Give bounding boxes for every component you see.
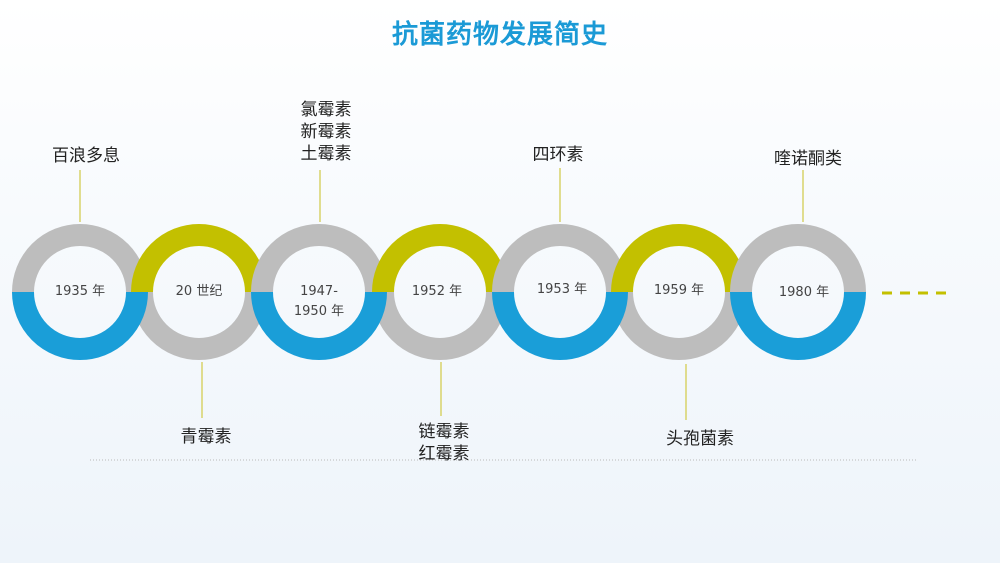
year-1953: 1953 年: [536, 282, 588, 297]
ring-1952-top: [372, 224, 508, 293]
page-title: 抗菌药物发展简史: [391, 20, 608, 50]
drug-label-1980: 喹诺酮类: [774, 149, 842, 169]
ring-1959-bottom: [611, 291, 747, 360]
ring-20c-bottom: [131, 291, 267, 360]
connector-lines: [79, 168, 804, 420]
ring-1953-top: [492, 224, 628, 293]
ring-1953-bottom: [492, 291, 628, 360]
ring-1959-top: [611, 224, 747, 293]
ring-1952-bottom: [372, 291, 508, 360]
year-1935: 1935 年: [54, 284, 106, 299]
drug-label-1947-1950: 氯霉素 新霉素 土霉素: [300, 100, 352, 164]
ring-20c-top: [131, 224, 267, 293]
drug-label-20c: 青霉素: [180, 427, 232, 447]
ring-1935-bottom: [12, 291, 148, 360]
drug-label-1952: 链霉素 红霉素: [418, 422, 470, 464]
year-1959: 1959 年: [653, 283, 705, 298]
drug-label-1935: 百浪多息: [52, 146, 120, 166]
ring-1980-top: [730, 224, 866, 293]
drug-label-1959: 头孢菌素: [666, 429, 734, 449]
year-1980: 1980 年: [778, 285, 830, 300]
ring-1980-bottom: [730, 291, 866, 360]
year-1952: 1952 年: [411, 284, 463, 299]
year-1947-1950: 1947- 1950 年: [293, 284, 345, 319]
ring-1935-top: [12, 224, 148, 293]
ring-1947-bottom: [251, 291, 387, 360]
ring-1947-top: [251, 224, 387, 293]
drug-label-1953: 四环素: [532, 145, 584, 165]
year-20c: 20 世纪: [175, 284, 223, 299]
